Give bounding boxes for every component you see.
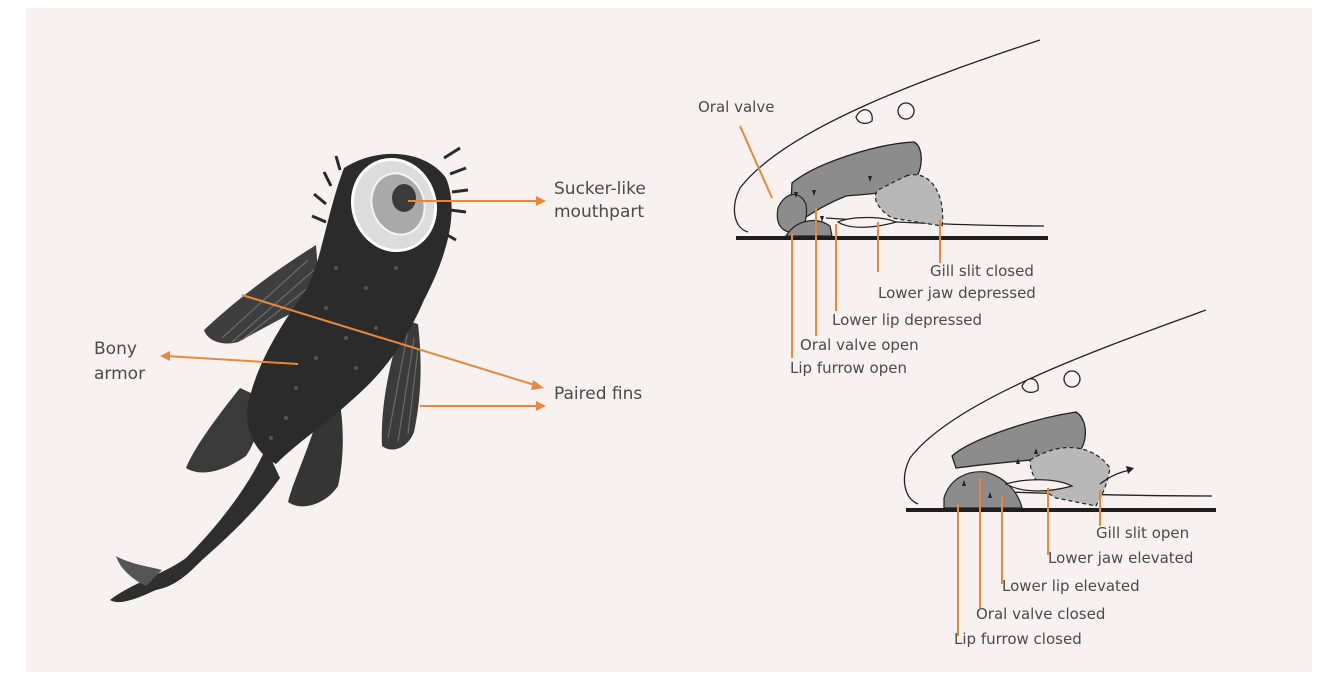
label-gill-slit-closed: Gill slit closed bbox=[930, 261, 1034, 281]
label-oral-valve: Oral valve bbox=[698, 97, 774, 117]
label-sucker-mouth-1: Sucker-like bbox=[554, 178, 646, 200]
label-oral-valve-open: Oral valve open bbox=[800, 335, 919, 355]
label-gill-slit-open: Gill slit open bbox=[1096, 523, 1189, 543]
label-bony-armor-2: armor bbox=[94, 363, 145, 385]
eye-closed bbox=[1064, 371, 1080, 387]
label-lower-jaw-depressed: Lower jaw depressed bbox=[878, 283, 1036, 303]
label-paired-fins: Paired fins bbox=[554, 383, 642, 405]
label-bony-armor-1: Bony bbox=[94, 338, 137, 360]
eye-open bbox=[898, 103, 914, 119]
label-lower-lip-depressed: Lower lip depressed bbox=[832, 310, 982, 330]
label-lip-furrow-closed: Lip furrow closed bbox=[954, 629, 1082, 649]
label-sucker-mouth-2: mouthpart bbox=[554, 201, 644, 223]
label-lip-furrow-open: Lip furrow open bbox=[790, 358, 907, 378]
label-oral-valve-closed: Oral valve closed bbox=[976, 604, 1105, 624]
figure-artwork bbox=[26, 8, 1312, 672]
figure-panel: Sucker-like mouthpart Bony armor Paired … bbox=[26, 8, 1312, 672]
label-lower-lip-elevated: Lower lip elevated bbox=[1002, 576, 1140, 596]
label-lower-jaw-elevated: Lower jaw elevated bbox=[1048, 548, 1193, 568]
